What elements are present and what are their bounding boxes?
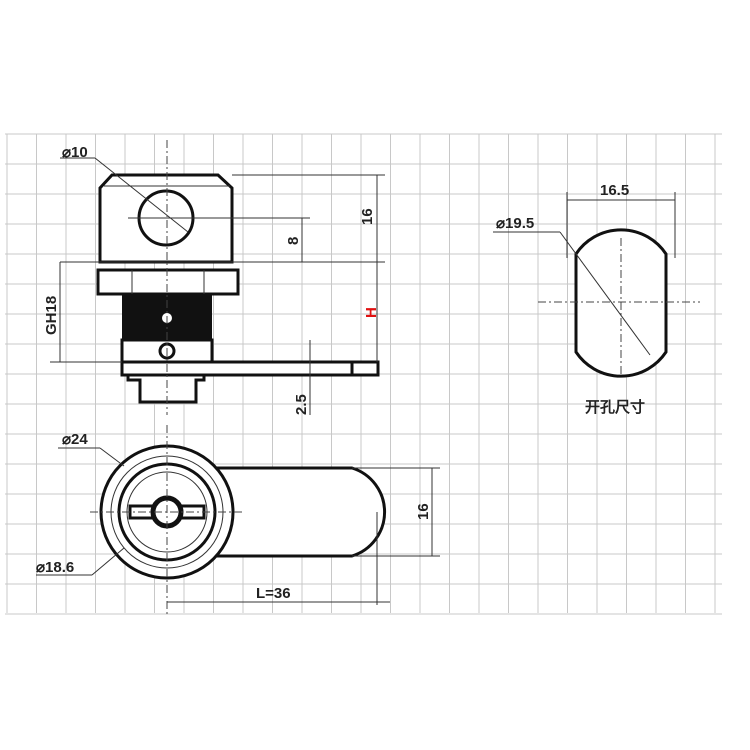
dim-dia24: ⌀24	[62, 431, 88, 448]
front-view: ⌀24 ⌀18.6 16 L=36	[36, 425, 440, 615]
dim-16-width: 16	[415, 503, 432, 520]
dim-dia18-6: ⌀18.6	[36, 559, 74, 576]
dim-16-top: 16	[359, 208, 376, 225]
cam-arm	[215, 466, 386, 558]
cutout-view: 16.5 ⌀19.5 开孔尺寸	[493, 182, 700, 416]
dim-2-5: 2.5	[293, 394, 310, 415]
dim-dia19-5: ⌀19.5	[496, 215, 534, 232]
dim-H: H	[363, 307, 380, 318]
dim-8: 8	[285, 237, 302, 245]
dim-L: L=36	[256, 585, 291, 602]
dim-16-5: 16.5	[600, 182, 629, 199]
dim-gh18: GH18	[43, 296, 60, 335]
cutout-caption: 开孔尺寸	[585, 398, 645, 416]
hex-nut	[96, 268, 240, 296]
dim-dia10: ⌀10	[62, 144, 88, 161]
cam-plate	[120, 360, 380, 377]
side-view: ⌀10 16 8 GH18 H 2.5	[43, 140, 385, 415]
